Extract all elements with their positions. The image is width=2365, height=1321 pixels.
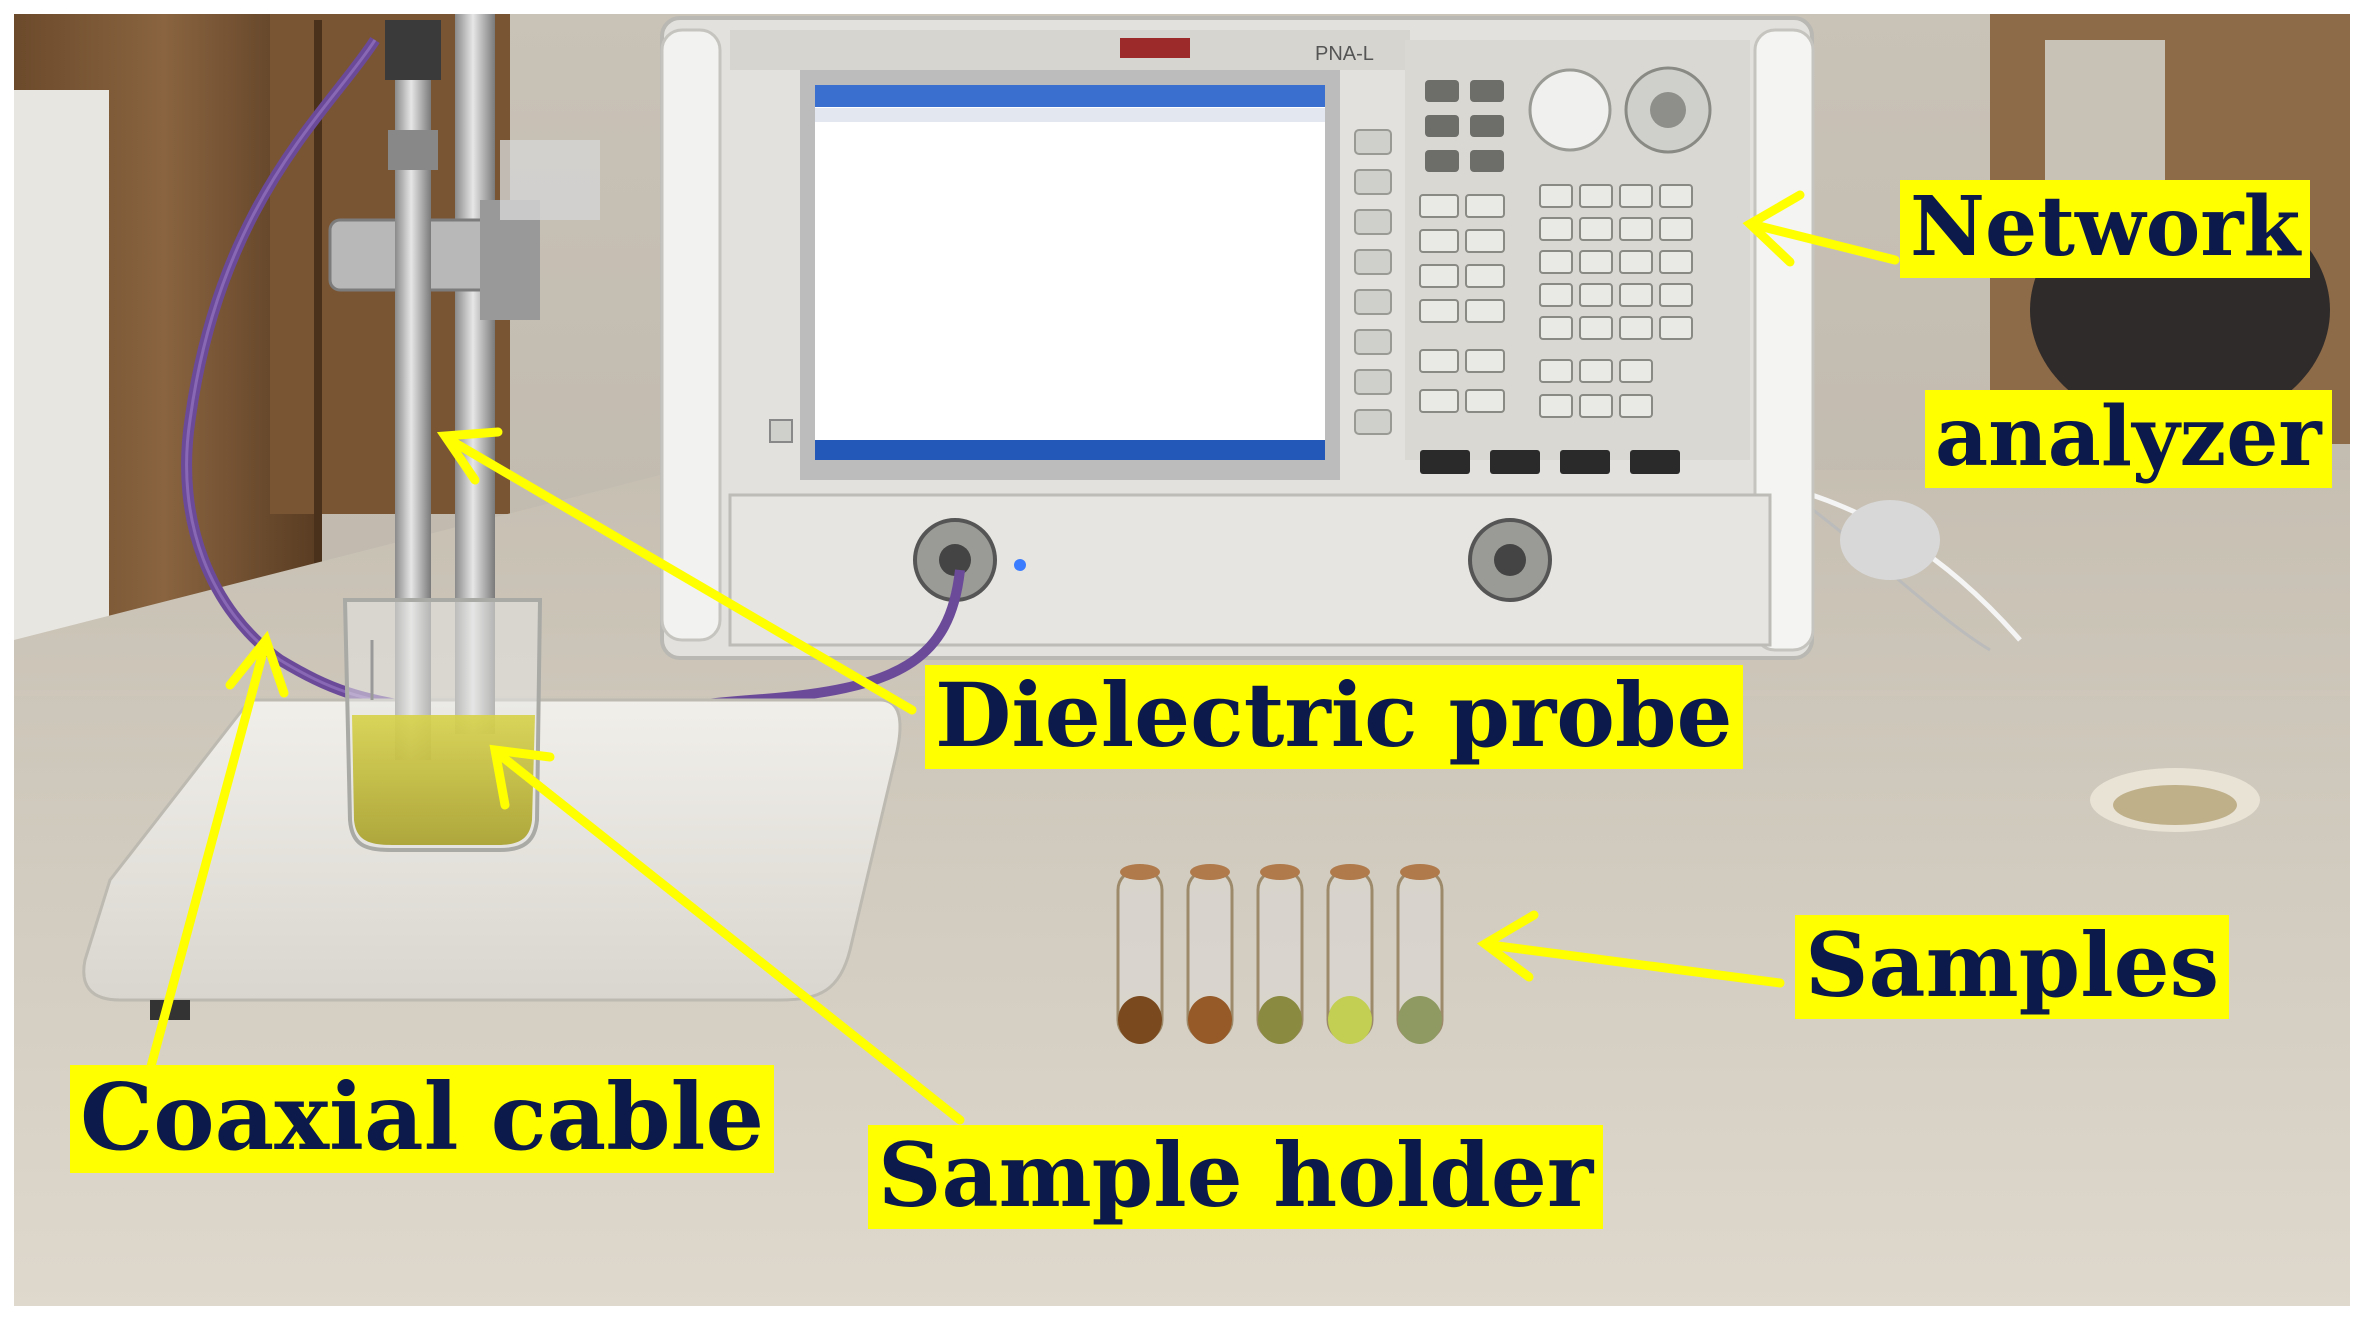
arrow-dielectric-probe bbox=[436, 427, 917, 715]
sample-tube bbox=[1256, 864, 1304, 1044]
annotation-arrows bbox=[145, 190, 1900, 1125]
label-samples: Samples bbox=[1795, 915, 2230, 1019]
rotary-knob bbox=[1528, 68, 1612, 152]
network-analyzer: PNA-L bbox=[660, 16, 1815, 660]
label-coaxial-cable: Coaxial cable bbox=[70, 1065, 775, 1173]
label-dielectric-probe: Dielectric probe bbox=[925, 665, 1743, 769]
analyzer-screen bbox=[815, 85, 1325, 460]
label-network: Network bbox=[1900, 180, 2311, 278]
sample-tube bbox=[1326, 864, 1374, 1044]
label-sample-holder: Sample holder bbox=[868, 1125, 1604, 1229]
arrow-samples bbox=[1476, 910, 1785, 988]
sample-tubes bbox=[1116, 864, 1444, 1044]
arrow-network-analyzer bbox=[1742, 190, 1900, 267]
model-badge: PNA-L bbox=[1315, 43, 1374, 65]
sample-tube bbox=[1186, 864, 1234, 1044]
arrow-sample-holder bbox=[489, 744, 965, 1125]
label-analyzer: analyzer bbox=[1925, 390, 2332, 488]
beaker bbox=[342, 598, 543, 852]
liquid bbox=[352, 715, 535, 845]
arrow-coaxial-cable bbox=[145, 630, 289, 1075]
sample-tube bbox=[1396, 864, 1444, 1044]
sample-tube bbox=[1116, 864, 1164, 1044]
